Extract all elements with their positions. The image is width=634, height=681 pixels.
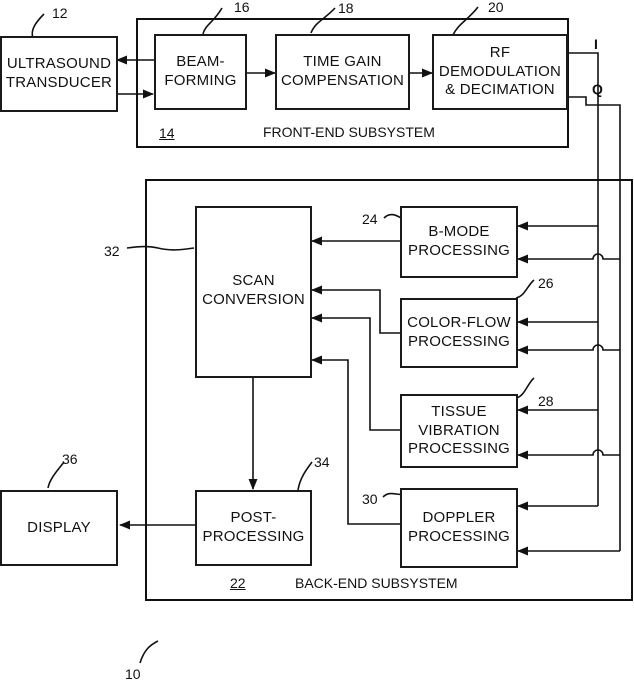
beamforming-block: BEAM- FORMING <box>154 34 247 110</box>
arrow-doppler-to-scan <box>312 360 400 524</box>
scan-conversion-block: SCAN CONVERSION <box>195 206 312 378</box>
ref-tissue: 28 <box>538 394 554 408</box>
back-end-title: BACK-END SUBSYSTEM <box>295 575 458 591</box>
ref-tgc: 18 <box>338 1 354 15</box>
i-signal-label: I <box>594 37 598 51</box>
post-processing-block: POST- PROCESSING <box>195 490 312 566</box>
front-end-ref: 14 <box>159 125 175 141</box>
tissue-vibration-processing-block: TISSUE VIBRATION PROCESSING <box>400 394 518 468</box>
ref-bmode: 24 <box>362 212 378 226</box>
time-gain-compensation-block: TIME GAIN COMPENSATION <box>275 34 410 110</box>
ref-figure: 10 <box>125 667 141 681</box>
ref-display: 36 <box>62 452 78 466</box>
ultrasound-transducer-block: ULTRASOUND TRANSDUCER <box>0 36 118 112</box>
ref-rf: 20 <box>488 0 504 14</box>
color-flow-processing-block: COLOR-FLOW PROCESSING <box>400 298 518 368</box>
back-end-ref: 22 <box>230 575 246 591</box>
front-end-title: FRONT-END SUBSYSTEM <box>263 124 435 140</box>
ref-scan: 32 <box>104 244 120 258</box>
ref-beamforming: 16 <box>234 0 250 14</box>
ref-post: 34 <box>314 455 330 469</box>
q-signal-line <box>568 97 620 551</box>
display-block: DISPLAY <box>0 490 118 566</box>
ref-colorflow: 26 <box>538 276 554 290</box>
b-mode-processing-block: B-MODE PROCESSING <box>400 206 518 278</box>
i-signal-line <box>568 53 598 506</box>
rf-demodulation-block: RF DEMODULATION & DECIMATION <box>432 34 568 110</box>
ref-transducer: 12 <box>52 6 68 20</box>
arrow-tissue-to-scan <box>312 318 400 430</box>
ref-doppler: 30 <box>362 492 378 506</box>
q-signal-label: Q <box>592 82 603 96</box>
doppler-processing-block: DOPPLER PROCESSING <box>400 488 518 568</box>
arrow-colorflow-to-scan <box>312 290 400 333</box>
